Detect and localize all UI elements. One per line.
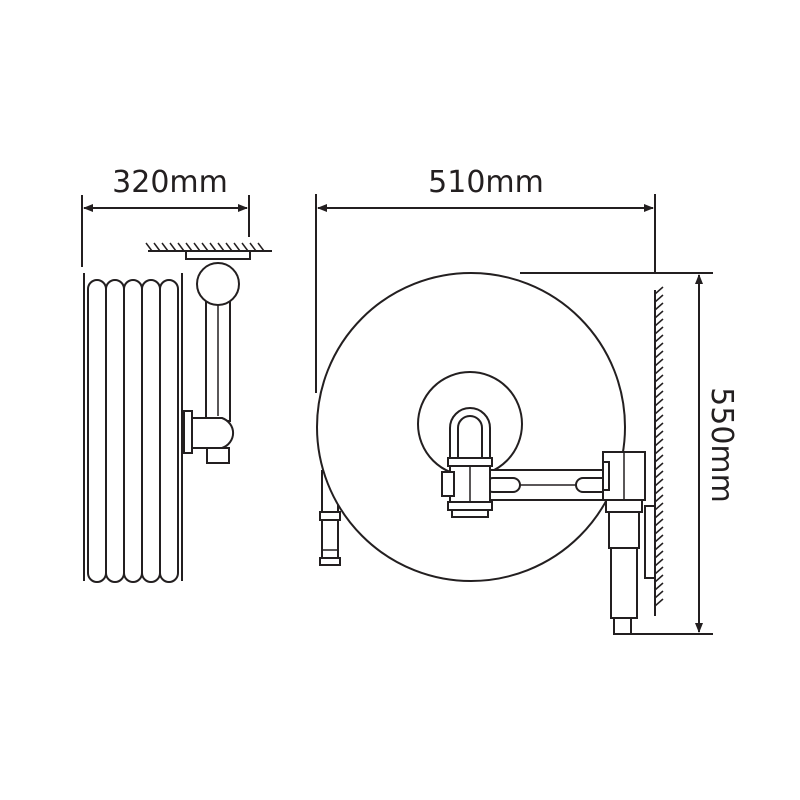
dimension-label-550: 550mm: [704, 387, 739, 503]
pivot-ball: [196, 262, 240, 306]
dimension-side-width: 320mm: [81, 165, 250, 267]
hose-coil: [159, 279, 179, 583]
dimension-label-320: 320mm: [112, 165, 228, 200]
hose-coil: [87, 279, 107, 583]
hose-coil: [123, 279, 143, 583]
dimension-label-510: 510mm: [428, 165, 544, 200]
gooseneck-inlet: [449, 407, 491, 459]
hub-bracket: [183, 410, 193, 454]
side-view: 320mm: [81, 165, 272, 583]
elbow-fitting: [191, 417, 235, 464]
wall-mount-hatch: [654, 286, 664, 616]
wall-bracket: [602, 451, 656, 635]
hub-fitting: [441, 457, 493, 518]
reel-drum-side: [83, 273, 183, 583]
hose-coil: [105, 279, 125, 583]
ceiling-plate: [185, 250, 251, 260]
hose-coil: [141, 279, 161, 583]
front-view: 510mm 550mm: [315, 165, 739, 635]
dimension-front-width: 510mm: [315, 165, 656, 393]
swivel-arm: [485, 469, 611, 501]
dimension-front-height: 550mm: [520, 272, 739, 635]
ceiling-mount-hatch: [145, 242, 272, 252]
